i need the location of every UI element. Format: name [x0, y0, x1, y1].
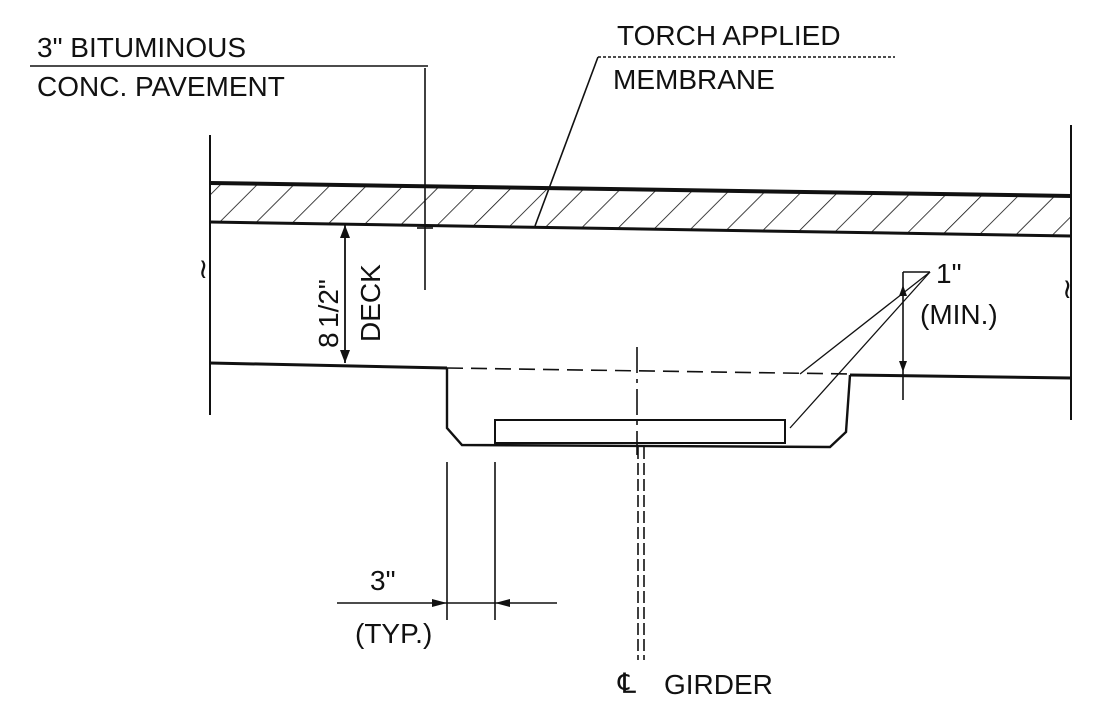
membrane-label-line1: TORCH APPLIED [617, 20, 841, 51]
haunch-dim-arrow-top [899, 285, 907, 296]
haunch-leader-1 [799, 271, 931, 375]
typ-dim-note: (TYP.) [355, 618, 432, 649]
haunch-dim-arrow-bottom [899, 361, 907, 372]
deck-dim-arrow-bottom [340, 350, 350, 363]
break-symbol-right: ≀ [1062, 273, 1073, 304]
deck-bottom-left [209, 361, 448, 370]
deck-thickness-dimension: 8 1/2" DECK [313, 225, 386, 363]
deck-dim-arrow-top [340, 225, 350, 238]
haunch-min-value: 1" [936, 258, 962, 289]
typ-dim-value: 3" [370, 565, 396, 596]
deck-bottom-right [849, 373, 1072, 380]
membrane-callout: TORCH APPLIED MEMBRANE [534, 20, 895, 227]
haunch-min-dimension: 1" (MIN.) [789, 258, 998, 429]
deck-thickness-fraction: 1/2" [313, 279, 344, 328]
haunch-outline [445, 368, 852, 449]
break-symbol-left: ≀ [198, 253, 209, 284]
typ-dimension: 3" (TYP.) [337, 462, 557, 649]
deck-thickness-main: 8 [313, 332, 344, 348]
typ-arrow-left [432, 599, 447, 607]
pavement-label-line1: 3" BITUMINOUS [37, 32, 246, 63]
deck-bottom-and-haunch [209, 361, 1072, 449]
girder-label: GIRDER [664, 669, 773, 700]
girder-top-flange [494, 419, 786, 444]
pavement-label-line2: CONC. PAVEMENT [37, 71, 285, 102]
deck-word: DECK [355, 264, 386, 342]
pavement-callout: 3" BITUMINOUS CONC. PAVEMENT [30, 32, 428, 102]
haunch-min-note: (MIN.) [920, 299, 998, 330]
membrane-label-line2: MEMBRANE [613, 64, 775, 95]
centerline-symbol: ℄ [617, 668, 636, 699]
pavement-top-edge [209, 181, 1072, 198]
pavement-layer [209, 181, 1072, 238]
deck-top-edge [209, 220, 1072, 238]
pavement-thickness-dimension [417, 68, 433, 290]
deck-bottom-reference [446, 367, 851, 375]
typ-arrow-right [495, 599, 510, 607]
girder-centerline: ℄ GIRDER [617, 347, 773, 700]
haunch-leader-2 [789, 271, 931, 429]
